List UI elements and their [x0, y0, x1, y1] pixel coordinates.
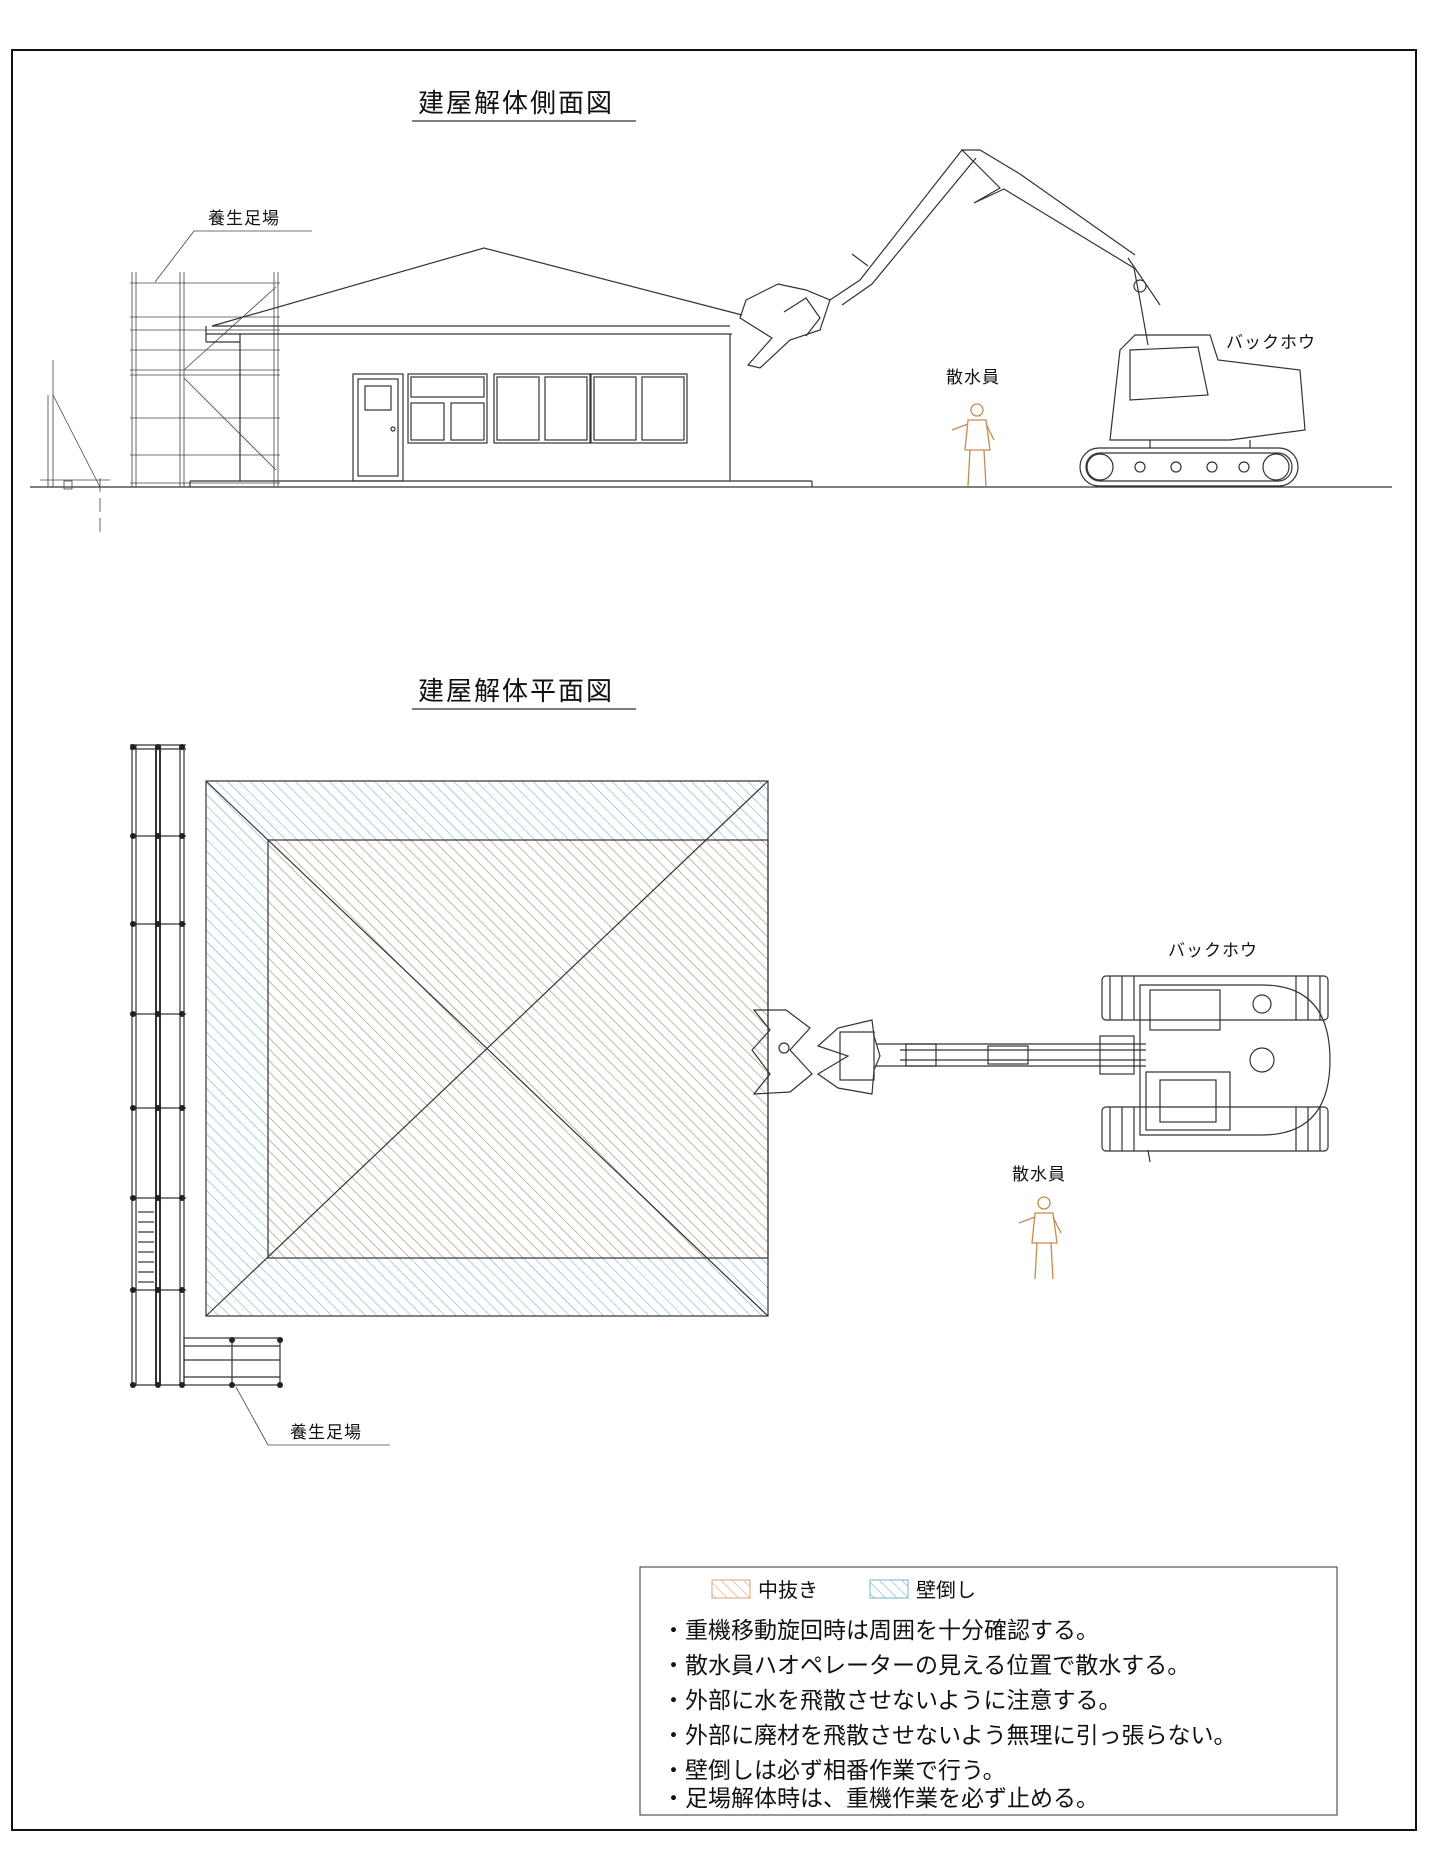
note-line-1: ・重機移動旋回時は周囲を十分確認する。: [662, 1618, 1099, 1644]
legend-label-center-removal: 中抜き: [758, 1578, 818, 1602]
house-door: [352, 373, 404, 482]
note-line-6: ・足場解体時は、重機作業を必ず止める。: [662, 1786, 1099, 1812]
side-scaffold-label: 養生足場: [208, 209, 280, 229]
side-worker-label: 散水員: [946, 368, 1000, 388]
plan-scaffold-label: 養生足場: [290, 1423, 362, 1443]
side-worker-figure: [951, 403, 995, 487]
sheet-border: [11, 49, 1417, 1831]
center-removal-hatch-area: [268, 840, 768, 1258]
note-line-5: ・壁倒しは必ず相番作業で行う。: [662, 1758, 1006, 1784]
plan-worker-figure: [1018, 1196, 1062, 1280]
plan-worker-label: 散水員: [1012, 1165, 1066, 1185]
legend-swatch-center-removal: [711, 1579, 751, 1599]
house-windows: [407, 373, 688, 444]
side-backhoe: [739, 149, 1306, 487]
note-line-4: ・外部に廃材を飛散させないよう無理に引っ張らない。: [662, 1723, 1237, 1749]
side-view-title: 建屋解体側面図: [418, 89, 614, 119]
plan-view-title: 建屋解体平面図: [418, 677, 614, 707]
side-backhoe-label: バックホウ: [1226, 333, 1316, 353]
legend-swatch-wall-fall: [869, 1579, 909, 1599]
plan-backhoe: [751, 975, 1331, 1163]
plan-scaffold-nodes: [130, 744, 283, 1388]
plan-backhoe-label: バックホウ: [1168, 941, 1258, 961]
plan-scaffold-leader: [235, 1386, 269, 1446]
building-plan-outline: [205, 780, 769, 1317]
side-scaffold-leader: [154, 230, 195, 283]
house-elevation: [189, 247, 813, 487]
left-support-post: [40, 360, 110, 535]
side-scaffold: [130, 272, 280, 487]
notes-box: [639, 1566, 1338, 1816]
legend-label-wall-fall: 壁倒し: [916, 1578, 976, 1602]
note-line-2: ・散水員ハオペレーターの見える位置で散水する。: [662, 1653, 1190, 1679]
note-line-3: ・外部に水を飛散させないように注意する。: [662, 1688, 1122, 1714]
